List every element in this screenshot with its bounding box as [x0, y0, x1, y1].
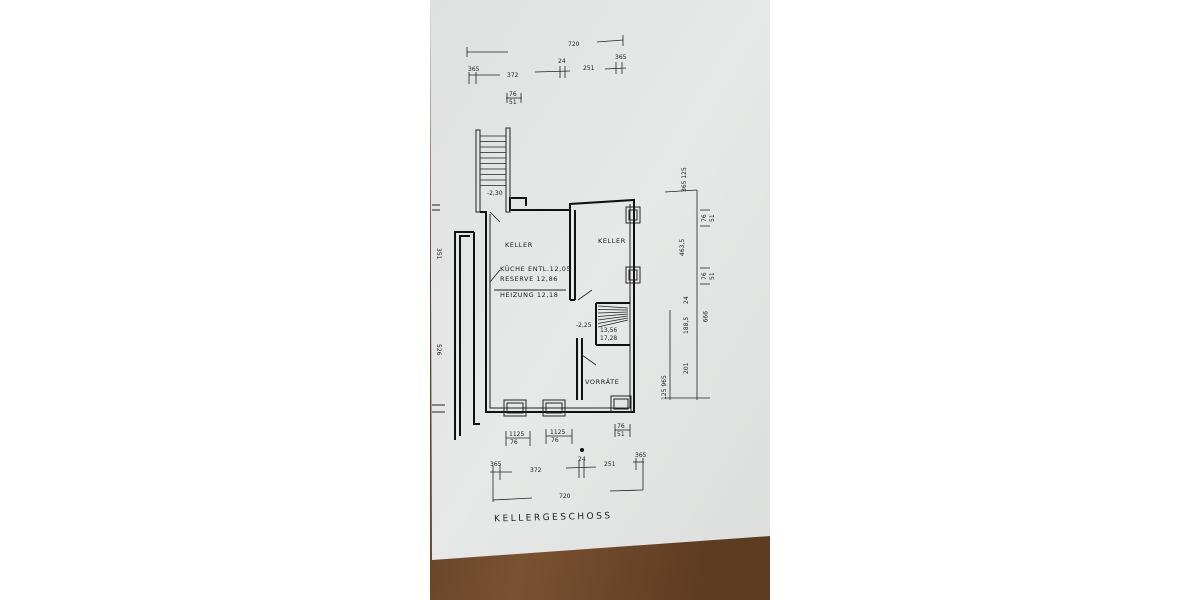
dim-bottom-w2-top: 1125 — [550, 429, 565, 436]
room-vorraete: VORRÄTE — [585, 377, 619, 386]
stair-tread — [597, 311, 629, 314]
outside-stair: -2,30 — [475, 127, 511, 213]
dim-right-d-bottom: 51 — [709, 272, 716, 280]
windows — [503, 206, 641, 417]
dim-top-e: 365 — [615, 54, 627, 61]
dim-top-total: 720 — [568, 41, 580, 48]
dim-right-a: 365 125 — [681, 167, 688, 192]
dim-bottom-e: 365 — [635, 452, 647, 459]
stair-tread — [597, 317, 629, 324]
room-kueche: KÜCHE ENTL.12,05 — [500, 264, 571, 273]
stair-tread — [597, 313, 629, 317]
dim-top-c: 24 — [558, 58, 566, 65]
room-keller-right: KELLER — [598, 237, 626, 245]
dim-bottom-total: 720 — [559, 493, 571, 500]
inner-stair: 13,56 17,28 — [597, 305, 629, 342]
room-keller-left: KELLER — [505, 241, 533, 249]
dim-bottom-w1-bottom: 76 — [510, 439, 518, 446]
dim-top-f-bottom: 51 — [509, 99, 517, 106]
room-heizung: HEIZUNG 12,18 — [500, 291, 559, 299]
left-dimensions: 351 526 — [435, 248, 442, 356]
paper-sheet — [430, 0, 770, 560]
dim-bottom-c: 24 — [578, 456, 586, 463]
dim-right-f: 188,5 — [683, 317, 690, 334]
dim-right-h: 125 965 — [661, 375, 668, 400]
level-hall: -2,25 — [576, 322, 592, 329]
top-dimensions: 720 365 372 24 251 365 76 51 — [466, 35, 627, 106]
stair-tread — [597, 309, 629, 311]
dim-top-f-top: 76 — [509, 91, 517, 98]
walls — [432, 197, 635, 440]
dim-top-d: 251 — [583, 65, 595, 72]
dim-left-b: 526 — [435, 344, 442, 356]
dim-bottom-a: 365 — [490, 461, 502, 468]
dim-bottom-w3-top: 76 — [617, 423, 625, 430]
stair-tread — [597, 305, 629, 309]
dim-right-d-top: 76 — [701, 272, 708, 280]
level-stair-b: 17,28 — [600, 335, 617, 342]
dim-right-g: 201 — [683, 362, 690, 374]
dim-right-b-bottom: 51 — [709, 214, 716, 222]
dim-right-total: 999 — [701, 311, 708, 323]
dim-left-a: 351 — [435, 248, 442, 260]
dim-bottom-b: 372 — [530, 467, 542, 474]
bottom-dimensions: 1125 76 1125 76 76 51 365 372 24 251 365… — [490, 423, 647, 502]
stair-tread — [597, 319, 629, 328]
dim-bottom-w3-bottom: 51 — [617, 431, 625, 438]
dim-right-e: 24 — [683, 296, 690, 304]
dim-right-c: 463,5 — [679, 239, 686, 256]
dim-top-b: 372 — [507, 72, 519, 79]
stair-tread — [597, 315, 629, 321]
level-stair-outside: -2,30 — [487, 190, 503, 197]
doors — [489, 211, 597, 366]
dim-right-b-top: 76 — [701, 214, 708, 222]
dim-bottom-w1-top: 1125 — [509, 431, 524, 438]
dim-top-a: 365 — [468, 66, 480, 73]
right-dimensions: 365 125 76 51 463,5 76 51 24 188,5 201 1… — [661, 167, 716, 400]
level-stair-a: 13,56 — [600, 327, 617, 334]
dim-bottom-d: 251 — [604, 461, 616, 468]
room-reserve: RESERVE 12,86 — [500, 275, 558, 283]
dim-bottom-w2-bottom: 76 — [551, 437, 559, 444]
plan-title: KELLERGESCHOSS — [494, 511, 613, 524]
